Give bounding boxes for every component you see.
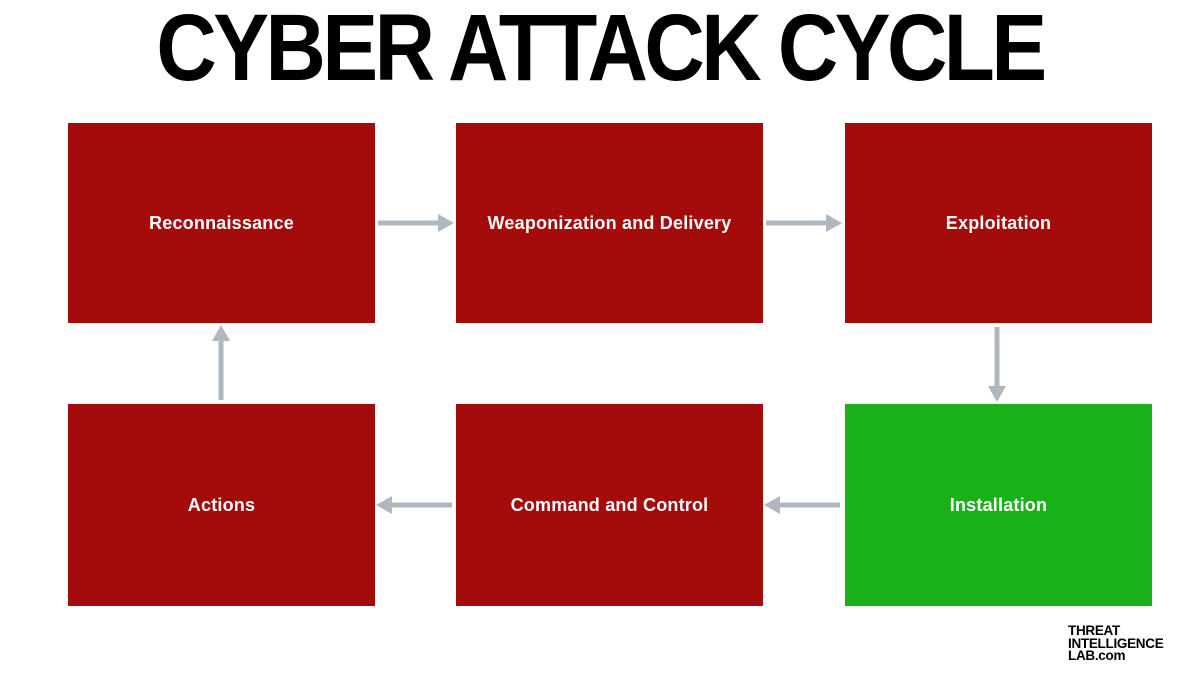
brand-line-lab-com: LAB.com [1068, 648, 1126, 663]
brand-line-threat: THREAT [1068, 623, 1120, 638]
step-label-actions: Actions [187, 494, 256, 515]
brand-line-intelligence: INTELLIGENCE [1068, 635, 1164, 651]
step-label-installation: Installation [949, 494, 1048, 515]
arrow-command-and-control-to-actions-icon [376, 496, 452, 514]
arrow-weaponization-to-exploitation-icon [766, 214, 842, 232]
step-label-weaponization-and-delivery: Weaponization and Delivery [487, 212, 732, 233]
step-box-command-and-control: Command and Control [456, 404, 763, 606]
arrow-installation-to-command-and-control-icon [764, 496, 840, 514]
page-title: CYBER ATTACK CYCLE [156, 0, 1047, 101]
step-box-actions: Actions [68, 404, 375, 606]
step-label-command-and-control: Command and Control [510, 494, 709, 515]
brand-logo: THREAT INTELLIGENCE LAB.com [1068, 623, 1164, 663]
step-label-reconnaissance: Reconnaissance [149, 212, 294, 233]
arrow-actions-to-reconnaissance-icon [212, 325, 230, 400]
step-box-installation: Installation [845, 404, 1152, 606]
arrow-exploitation-to-installation-icon [988, 327, 1006, 402]
arrow-reconnaissance-to-weaponization-icon [378, 214, 454, 232]
step-label-exploitation: Exploitation [945, 212, 1052, 233]
step-box-reconnaissance: Reconnaissance [68, 123, 375, 323]
step-box-exploitation: Exploitation [845, 123, 1152, 323]
step-box-weaponization-and-delivery: Weaponization and Delivery [456, 123, 763, 323]
